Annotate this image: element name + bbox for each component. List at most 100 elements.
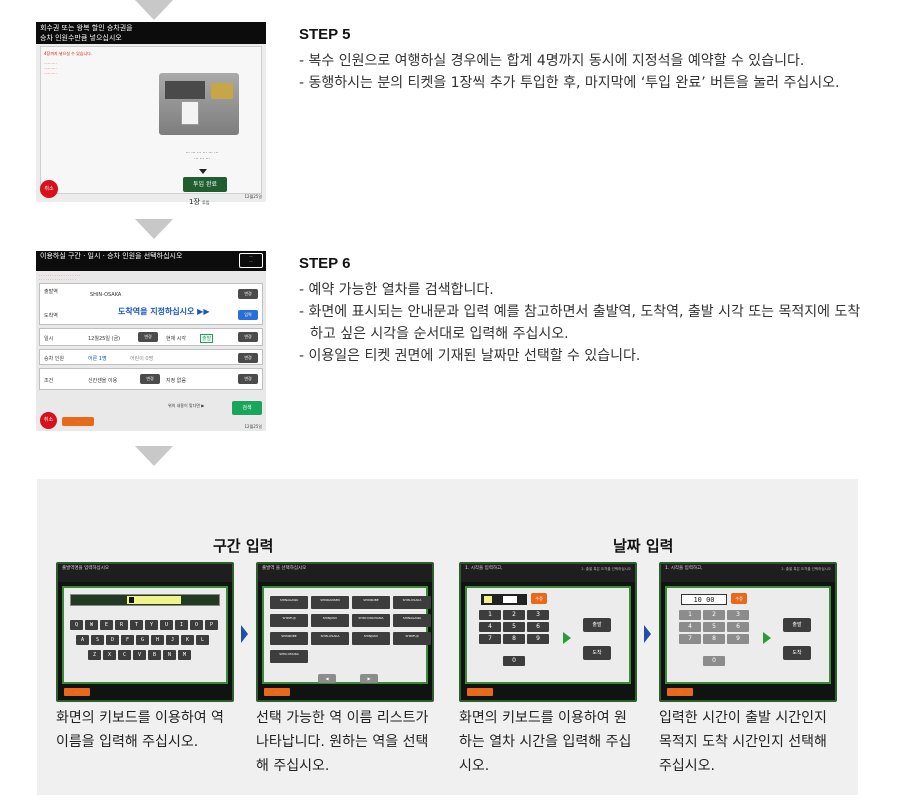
change-seat-button[interactable]: 변경 bbox=[238, 374, 258, 384]
orange-menu-button[interactable]: · · · bbox=[264, 688, 290, 696]
orange-menu-button[interactable]: · · · bbox=[62, 417, 94, 426]
ticket-count: 1장 투입 bbox=[189, 198, 210, 206]
condition-value: 신칸센을 이용 bbox=[88, 378, 118, 384]
key-p[interactable]: P bbox=[205, 620, 218, 630]
key-d[interactable]: D bbox=[106, 635, 119, 645]
numpad-key-9[interactable]: 9 bbox=[527, 634, 549, 644]
station-option[interactable]: SHINKOBE bbox=[270, 632, 308, 645]
time-input-field[interactable] bbox=[481, 594, 527, 605]
depart-button[interactable]: 출발 bbox=[783, 618, 811, 632]
station-option[interactable]: SHINJUKU bbox=[352, 632, 390, 645]
numpad-key-1[interactable]: 1 bbox=[679, 610, 701, 620]
key-c[interactable]: C bbox=[118, 650, 131, 660]
numpad-key-7[interactable]: 7 bbox=[679, 634, 701, 644]
numpad-key-5[interactable]: 5 bbox=[503, 622, 525, 632]
key-g[interactable]: G bbox=[136, 635, 149, 645]
key-n[interactable]: N bbox=[163, 650, 176, 660]
numpad-key-0[interactable]: 0 bbox=[703, 656, 725, 666]
key-k[interactable]: K bbox=[181, 635, 194, 645]
search-button[interactable]: 검색 bbox=[232, 401, 262, 415]
step6-bullet: - 화면에 표시되는 안내문과 입력 예를 참고하면서 출발역, 도착역, 출발… bbox=[299, 304, 861, 342]
key-e[interactable]: E bbox=[100, 620, 113, 630]
step-arrow-bottom bbox=[135, 446, 173, 466]
station-option[interactable]: SHINFUJI bbox=[270, 614, 308, 627]
arrive-button[interactable]: 도착 bbox=[783, 646, 811, 660]
numpad-key-6[interactable]: 6 bbox=[527, 622, 549, 632]
change-passengers-button[interactable]: 변경 bbox=[238, 353, 258, 363]
station-option[interactable]: SHINFUJI bbox=[393, 632, 431, 645]
key-v[interactable]: V bbox=[133, 650, 146, 660]
numpad-key-5[interactable]: 5 bbox=[703, 622, 725, 632]
cancel-button[interactable]: 취소 bbox=[40, 412, 57, 429]
key-b[interactable]: B bbox=[148, 650, 161, 660]
key-l[interactable]: L bbox=[196, 635, 209, 645]
station-option[interactable]: SHINAGAWA bbox=[393, 614, 431, 627]
numpad-key-8[interactable]: 8 bbox=[503, 634, 525, 644]
station-option[interactable]: SHINJUKU bbox=[311, 614, 349, 627]
orange-menu-button[interactable]: · · · bbox=[64, 688, 90, 696]
change-departure-button[interactable]: 변경 bbox=[238, 289, 258, 299]
numpad-key-7[interactable]: 7 bbox=[479, 634, 501, 644]
station-option[interactable]: SHIN-OSAKA bbox=[311, 632, 349, 645]
key-r[interactable]: R bbox=[115, 620, 128, 630]
numpad-key-4[interactable]: 4 bbox=[679, 622, 701, 632]
date-row: 일시 12월25일 (금) 변경 현재 시각 출발 변경 bbox=[39, 328, 263, 346]
numpad-key-1[interactable]: 1 bbox=[479, 610, 501, 620]
departure-label: 출발역 bbox=[44, 289, 58, 295]
depart-button[interactable]: 출발 bbox=[583, 618, 611, 632]
key-i[interactable]: I bbox=[175, 620, 188, 630]
key-q[interactable]: Q bbox=[70, 620, 83, 630]
cancel-button[interactable]: 취소 bbox=[40, 180, 58, 198]
key-s[interactable]: S bbox=[91, 635, 104, 645]
numpad-key-0[interactable]: 0 bbox=[503, 656, 525, 666]
key-y[interactable]: Y bbox=[145, 620, 158, 630]
numpad-key-2[interactable]: 2 bbox=[703, 610, 725, 620]
numpad-key-3[interactable]: 3 bbox=[527, 610, 549, 620]
orange-menu-button[interactable]: · · · bbox=[467, 688, 493, 696]
station-option[interactable]: SHINAGAWA bbox=[270, 596, 308, 609]
prev-page-button[interactable]: ◀ bbox=[318, 674, 336, 683]
change-condition-button[interactable]: 변경 bbox=[140, 374, 160, 384]
next-page-button[interactable]: ▶ bbox=[360, 674, 378, 683]
key-t[interactable]: T bbox=[130, 620, 143, 630]
orange-menu-button[interactable]: · · · bbox=[667, 688, 693, 696]
key-j[interactable]: J bbox=[166, 635, 179, 645]
station-input-field[interactable] bbox=[70, 594, 220, 606]
date-input-title: 날짜 입력 bbox=[613, 537, 674, 555]
key-u[interactable]: U bbox=[160, 620, 173, 630]
correct-button[interactable]: 수정 bbox=[731, 593, 747, 604]
insert-done-button[interactable]: 투입 완료 bbox=[183, 177, 227, 192]
arrive-button[interactable]: 도착 bbox=[583, 646, 611, 660]
numpad-key-3[interactable]: 3 bbox=[727, 610, 749, 620]
top-help-button[interactable]: ······ bbox=[239, 253, 263, 268]
station-option[interactable]: SHINKOBE bbox=[352, 596, 390, 609]
station-option[interactable]: SHIN-YOKOHAMA bbox=[352, 614, 390, 627]
numpad-key-9[interactable]: 9 bbox=[727, 634, 749, 644]
mini-header-left: 1. 시각을 입력하고, bbox=[465, 566, 503, 571]
station-option[interactable]: SHIN-OSAKA bbox=[393, 596, 431, 609]
numpad-key-6[interactable]: 6 bbox=[727, 622, 749, 632]
station-row: 출발역 도착역 SHIN-OSAKA 도착역을 지정하십시오 ▶▶ 변경 입력 bbox=[39, 283, 263, 325]
arrival-prompt: 도착역을 지정하십시오 ▶▶ bbox=[118, 307, 210, 316]
key-w[interactable]: W bbox=[85, 620, 98, 630]
key-z[interactable]: Z bbox=[88, 650, 101, 660]
key-m[interactable]: M bbox=[178, 650, 191, 660]
step6-kiosk-screen: 이용하실 구간 · 일시 · 승차 인원을 선택하십시오 ······ · · … bbox=[36, 251, 266, 431]
correct-button[interactable]: 수정 bbox=[531, 593, 547, 604]
step6-bullet: - 예약 가능한 열차를 검색합니다. bbox=[299, 282, 494, 298]
key-h[interactable]: H bbox=[151, 635, 164, 645]
key-o[interactable]: O bbox=[190, 620, 203, 630]
key-f[interactable]: F bbox=[121, 635, 134, 645]
input-arrival-button[interactable]: 입력 bbox=[238, 310, 258, 320]
station-option[interactable]: SHIN-OMURA bbox=[270, 650, 308, 663]
change-date-button[interactable]: 변경 bbox=[138, 332, 158, 342]
numpad-key-8[interactable]: 8 bbox=[703, 634, 725, 644]
numpad-key-4[interactable]: 4 bbox=[479, 622, 501, 632]
key-a[interactable]: A bbox=[76, 635, 89, 645]
key-x[interactable]: X bbox=[103, 650, 116, 660]
numpad-key-2[interactable]: 2 bbox=[503, 610, 525, 620]
station-option[interactable]: SHINKANSEN bbox=[311, 596, 349, 609]
change-time-button[interactable]: 변경 bbox=[238, 332, 258, 342]
